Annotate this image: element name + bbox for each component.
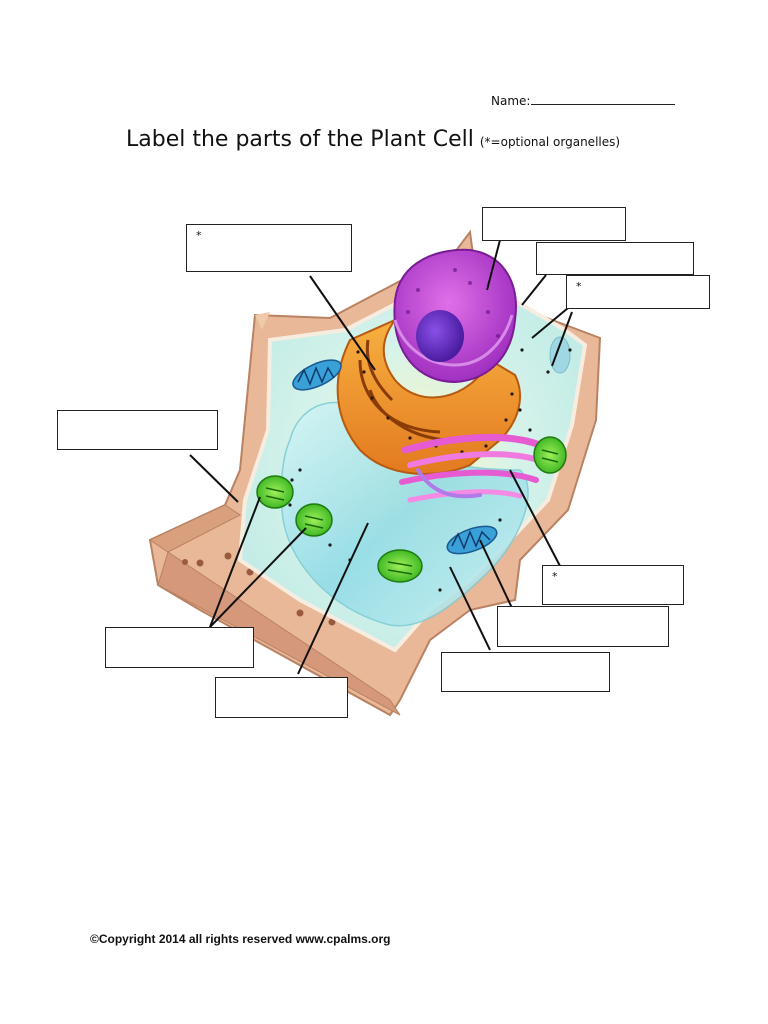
name-blank-line[interactable]: [531, 92, 676, 105]
title-text: Label the parts of the Plant Cell: [126, 127, 474, 152]
leader-lines: [189, 239, 573, 675]
label-box-bottom-right-1[interactable]: [497, 606, 669, 647]
name-field: Name:: [491, 92, 676, 108]
copyright-footer: ©Copyright 2014 all rights reserved www.…: [90, 932, 391, 946]
label-box-top-right-1[interactable]: [482, 207, 626, 241]
nucleolus: [416, 310, 464, 362]
optional-marker: *: [552, 570, 558, 583]
nucleus: [393, 248, 517, 384]
mitochondria: [292, 336, 571, 555]
label-box-top-left[interactable]: *: [186, 224, 352, 272]
name-label: Name:: [491, 94, 531, 108]
ribosomes: [288, 348, 572, 592]
label-box-bottom-center[interactable]: [215, 677, 348, 718]
label-box-bottom-left[interactable]: [105, 627, 254, 668]
optional-marker: *: [576, 280, 582, 293]
page-title: Label the parts of the Plant Cell (*=opti…: [126, 127, 620, 152]
golgi-apparatus: [399, 433, 548, 503]
optional-marker: *: [196, 229, 202, 242]
label-box-right-lower[interactable]: *: [542, 565, 684, 605]
label-box-bottom-right-2[interactable]: [441, 652, 610, 692]
label-box-left[interactable]: [57, 410, 218, 450]
label-box-top-right-3[interactable]: *: [566, 275, 710, 309]
title-note: (*=optional organelles): [479, 135, 621, 149]
label-box-top-right-2[interactable]: [536, 242, 694, 275]
